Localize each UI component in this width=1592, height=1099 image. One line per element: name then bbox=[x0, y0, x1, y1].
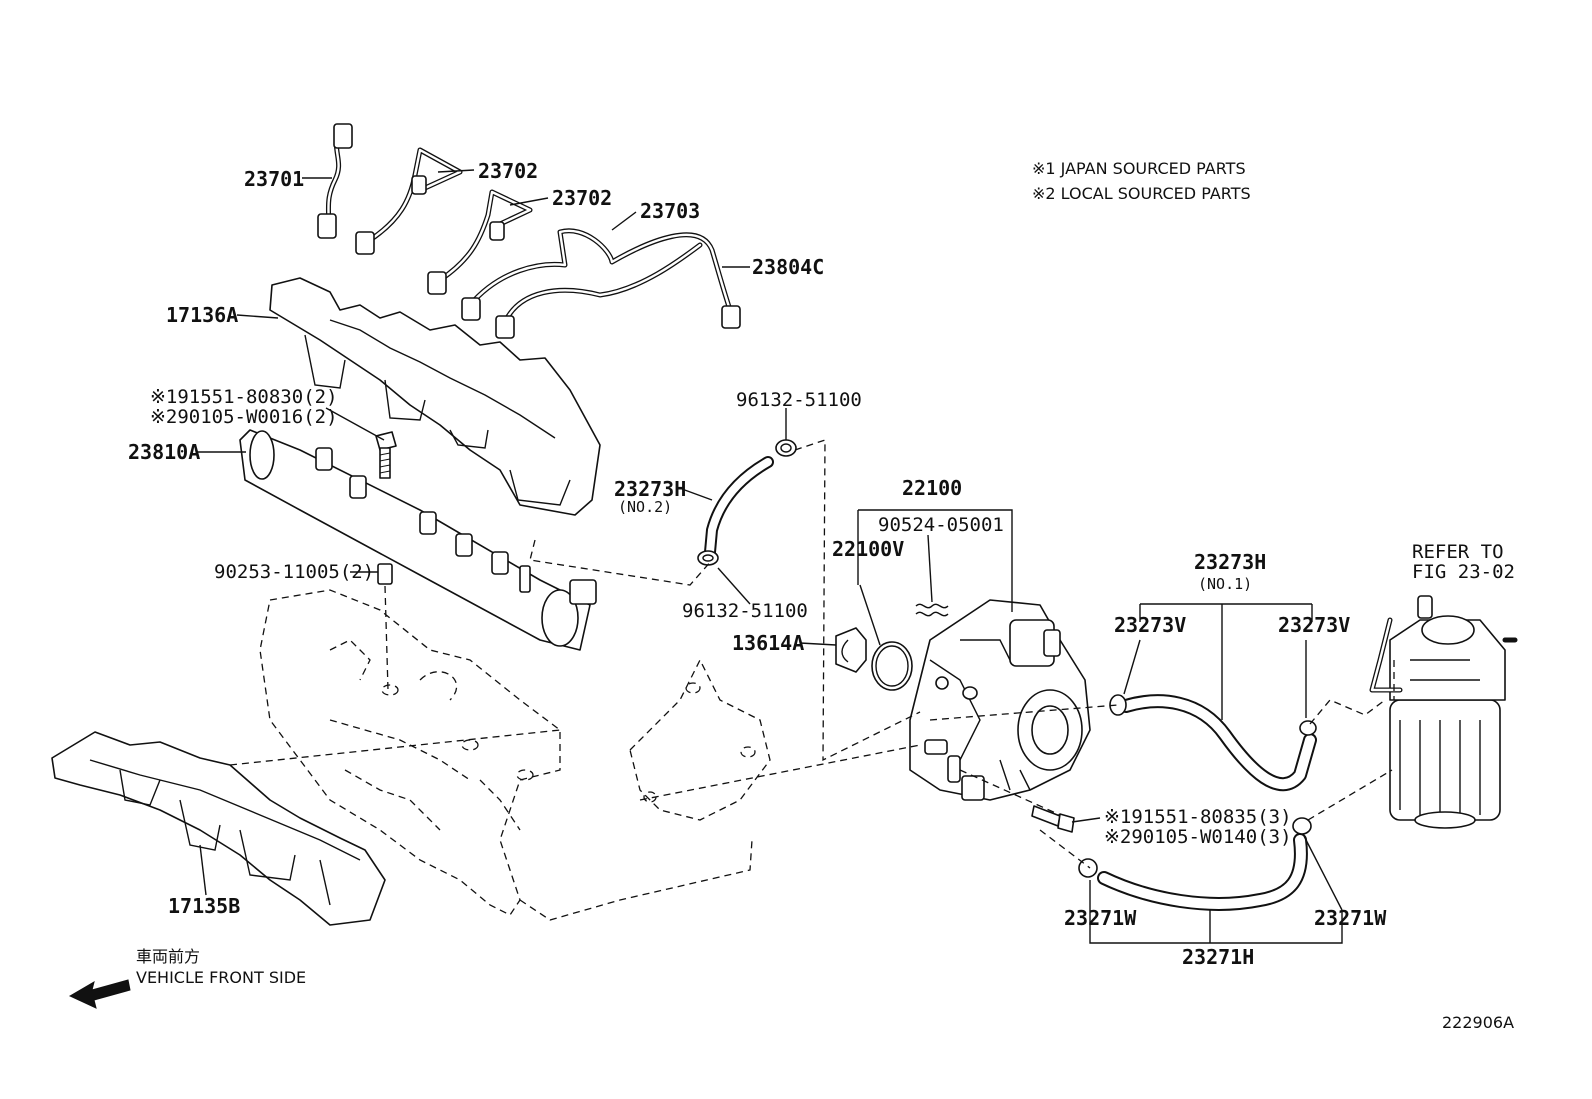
note-japan-sourced: ※1 JAPAN SOURCED PARTS bbox=[1032, 159, 1246, 178]
hose-23271h[interactable] bbox=[1097, 833, 1308, 911]
callout-bolt-19155-80835[interactable]: ※191551-80835(3) bbox=[1104, 806, 1292, 828]
callout-bolt-90105-w0016[interactable]: ※290105-W0016(2) bbox=[150, 406, 338, 428]
bolt-upper[interactable] bbox=[375, 431, 397, 479]
callout-17136a[interactable]: 17136A bbox=[166, 303, 238, 327]
bolt-pump[interactable] bbox=[1031, 805, 1075, 833]
sleeve-90253[interactable] bbox=[377, 563, 393, 691]
callout-90253[interactable]: 90253-11005(2) bbox=[214, 561, 374, 583]
clip-96132-bottom[interactable] bbox=[697, 550, 719, 566]
callout-23703[interactable]: 23703 bbox=[640, 199, 700, 223]
callout-23702-b[interactable]: 23702 bbox=[552, 186, 612, 210]
rail-ports bbox=[315, 447, 597, 605]
callout-17135b[interactable]: 17135B bbox=[168, 894, 240, 918]
insulator-17135b[interactable] bbox=[51, 731, 386, 926]
callout-13614a[interactable]: 13614A bbox=[732, 631, 804, 655]
callout-96132-top[interactable]: 96132-51100 bbox=[736, 389, 862, 411]
fuel-filter-assembly[interactable] bbox=[1369, 595, 1518, 829]
callout-23271w-left[interactable]: 23271W bbox=[1064, 906, 1137, 930]
common-rail-23810a[interactable] bbox=[239, 429, 597, 651]
callout-22100v[interactable]: 22100V bbox=[832, 537, 904, 561]
injection-pipe-23703[interactable] bbox=[461, 228, 741, 339]
vehicle-front-label-jp: 車両前方 bbox=[136, 947, 200, 966]
assembly-leaders bbox=[229, 439, 1395, 869]
clip-23271w-right[interactable] bbox=[1292, 817, 1312, 835]
callout-bolt-19155-80830[interactable]: ※191551-80830(2) bbox=[150, 386, 338, 408]
callout-23804c[interactable]: 23804C bbox=[752, 255, 824, 279]
insulator-17136a[interactable] bbox=[269, 277, 601, 516]
refer-fig-label[interactable]: FIG 23-02 bbox=[1412, 561, 1515, 583]
callout-23702-a[interactable]: 23702 bbox=[478, 159, 538, 183]
vehicle-front-label-en: VEHICLE FRONT SIDE bbox=[136, 968, 306, 987]
supply-pump-22100[interactable] bbox=[909, 599, 1091, 801]
injection-pipe-23702-a[interactable] bbox=[355, 147, 463, 255]
note-local-sourced: ※2 LOCAL SOURCED PARTS bbox=[1032, 184, 1251, 203]
callout-no2: (NO.2) bbox=[618, 498, 672, 516]
callout-no1: (NO.1) bbox=[1198, 575, 1252, 593]
callout-23273v-right[interactable]: 23273V bbox=[1278, 613, 1350, 637]
refer-to-label: REFER TO bbox=[1412, 541, 1504, 563]
clip-90524[interactable] bbox=[915, 603, 949, 617]
callout-23810a[interactable]: 23810A bbox=[128, 440, 200, 464]
callout-22100[interactable]: 22100 bbox=[902, 476, 962, 500]
callout-bolt-90105-w0140[interactable]: ※290105-W0140(3) bbox=[1104, 826, 1292, 848]
hose-23273h-no2[interactable] bbox=[704, 456, 774, 558]
callout-23271h[interactable]: 23271H bbox=[1182, 945, 1254, 969]
callout-23701[interactable]: 23701 bbox=[244, 167, 304, 191]
hose-23273h-no1[interactable] bbox=[1119, 694, 1317, 792]
callout-23271w-right[interactable]: 23271W bbox=[1314, 906, 1387, 930]
callout-23273h-no1[interactable]: 23273H bbox=[1194, 550, 1266, 574]
clip-23273v-right[interactable] bbox=[1299, 720, 1317, 736]
clip-96132-top[interactable] bbox=[775, 439, 797, 457]
callout-90524[interactable]: 90524-05001 bbox=[878, 514, 1004, 536]
callout-23273h-no2[interactable]: 23273H bbox=[614, 477, 686, 501]
injection-pipe-23702-b[interactable] bbox=[427, 189, 533, 295]
callout-23273v-left[interactable]: 23273V bbox=[1114, 613, 1186, 637]
callout-leaders bbox=[196, 169, 1343, 944]
engine-block-outline bbox=[259, 589, 771, 921]
coupling-13614a[interactable] bbox=[835, 627, 867, 673]
figure-id: 222906A bbox=[1442, 1013, 1514, 1032]
callout-96132-bottom[interactable]: 96132-51100 bbox=[682, 600, 808, 622]
o-ring-22100v[interactable] bbox=[871, 641, 913, 691]
front-arrow-icon bbox=[68, 979, 131, 1009]
injection-pipe-23701[interactable] bbox=[317, 123, 353, 239]
